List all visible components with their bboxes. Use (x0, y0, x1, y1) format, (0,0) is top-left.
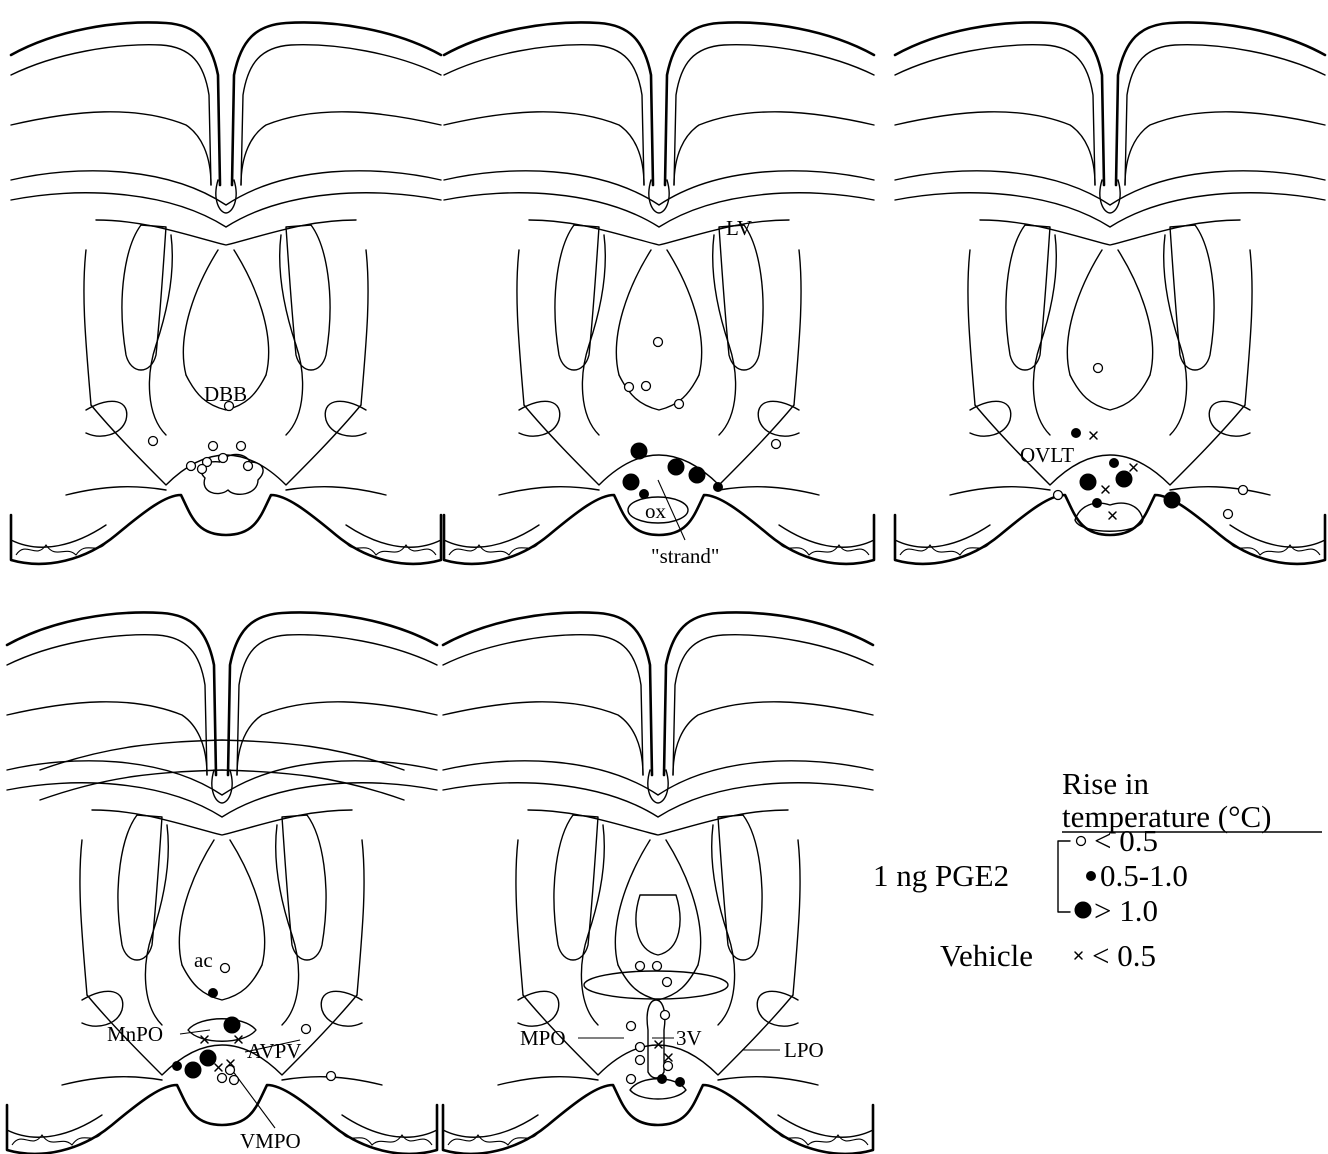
marker-open-circle (642, 382, 651, 391)
marker-open-circle (627, 1022, 636, 1031)
marker-x (1130, 464, 1137, 471)
section-a: DBB (11, 22, 441, 563)
marker-open-circle (219, 454, 228, 463)
marker-large-filled-circle (224, 1017, 240, 1033)
marker-open-circle (654, 338, 663, 347)
ac-band-upper (40, 740, 404, 770)
marker-large-filled-circle (1080, 474, 1096, 490)
fornix-block (636, 895, 680, 955)
marker-open-circle (1054, 491, 1063, 500)
base-shape (188, 1019, 256, 1042)
marker-open-circle (625, 383, 634, 392)
label-3v: 3V (676, 1026, 702, 1050)
marker-open-circle (1239, 486, 1248, 495)
marker-open-circle (230, 1076, 239, 1085)
marker-x (1109, 512, 1116, 519)
marker-small-filled-circle (1093, 499, 1102, 508)
marker-open-circle (1224, 510, 1233, 519)
label-ac: ac (194, 948, 213, 972)
marker-x (1102, 486, 1109, 493)
marker-small-filled-circle (714, 483, 723, 492)
label-mnpo: MnPO (107, 1022, 163, 1046)
marker-open-circle (663, 978, 672, 987)
marker-large-filled-circle (689, 467, 705, 483)
legend-x-icon (1075, 952, 1082, 959)
legend-item-open: < 0.5 (1094, 823, 1158, 858)
section-e: MPO 3V LPO (443, 612, 873, 1153)
label-ox: ox (645, 499, 667, 523)
legend: Rise in temperature (°C) 1 ng PGE2 < 0.5… (873, 766, 1322, 973)
marker-open-circle (149, 437, 158, 446)
marker-open-circle (661, 1011, 670, 1020)
section-b: LV ox "strand" (444, 22, 874, 568)
marker-open-circle (772, 440, 781, 449)
marker-x (1090, 432, 1097, 439)
marker-open-circle (244, 462, 253, 471)
legend-group-label: 1 ng PGE2 (873, 858, 1009, 893)
ac-oval (584, 971, 728, 999)
marker-small-filled-circle (173, 1062, 182, 1071)
marker-open-circle (1094, 364, 1103, 373)
label-lpo: LPO (784, 1038, 824, 1062)
base-shape (1075, 503, 1143, 531)
marker-small-filled-circle (640, 490, 649, 499)
label-ovlt: OVLT (1020, 443, 1074, 467)
marker-open-circle (198, 465, 207, 474)
marker-small-filled-circle (209, 989, 218, 998)
legend-title-line1: Rise in (1062, 766, 1149, 801)
markers-c (1054, 364, 1248, 520)
legend-bracket (1058, 841, 1070, 912)
mnpo-leader-line (180, 1030, 210, 1034)
marker-x (665, 1054, 672, 1061)
marker-large-filled-circle (668, 459, 684, 475)
marker-open-circle (187, 462, 196, 471)
label-avpv: AVPV (247, 1039, 301, 1063)
marker-open-circle (327, 1072, 336, 1081)
marker-open-circle (225, 402, 234, 411)
marker-small-filled-circle (1072, 429, 1081, 438)
marker-x (215, 1064, 222, 1071)
marker-open-circle (302, 1025, 311, 1034)
marker-large-filled-circle (1164, 492, 1180, 508)
legend-vehicle-label: Vehicle (940, 938, 1033, 973)
legend-item-vehicle: < 0.5 (1092, 938, 1156, 973)
label-strand: "strand" (651, 544, 719, 568)
section-d: ac MnPO AVPV VMPO (7, 612, 437, 1153)
label-vmpo: VMPO (240, 1129, 301, 1153)
marker-large-filled-circle (200, 1050, 216, 1066)
marker-open-circle (237, 442, 246, 451)
marker-small-filled-circle (1110, 459, 1119, 468)
marker-large-filled-circle (1116, 471, 1132, 487)
legend-item-small-filled: 0.5-1.0 (1100, 858, 1188, 893)
marker-large-filled-circle (185, 1062, 201, 1078)
marker-open-circle (627, 1075, 636, 1084)
label-mpo: MPO (520, 1026, 566, 1050)
marker-large-filled-circle (631, 443, 647, 459)
markers-e (627, 962, 685, 1087)
marker-open-circle (209, 442, 218, 451)
marker-open-circle (675, 400, 684, 409)
legend-open-circle-icon (1077, 837, 1086, 846)
legend-small-filled-circle-icon (1087, 872, 1096, 881)
marker-open-circle (636, 1056, 645, 1065)
section-c: OVLT (895, 22, 1325, 563)
marker-open-circle (221, 964, 230, 973)
legend-item-large-filled: > 1.0 (1094, 893, 1158, 928)
marker-open-circle (664, 1062, 673, 1071)
label-lv: LV (726, 216, 752, 240)
markers-a (149, 402, 253, 474)
marker-small-filled-circle (676, 1078, 685, 1087)
marker-open-circle (218, 1074, 227, 1083)
marker-large-filled-circle (623, 474, 639, 490)
legend-large-filled-circle-icon (1075, 902, 1091, 918)
marker-small-filled-circle (658, 1075, 667, 1084)
marker-open-circle (636, 962, 645, 971)
marker-open-circle (653, 962, 662, 971)
marker-open-circle (636, 1043, 645, 1052)
